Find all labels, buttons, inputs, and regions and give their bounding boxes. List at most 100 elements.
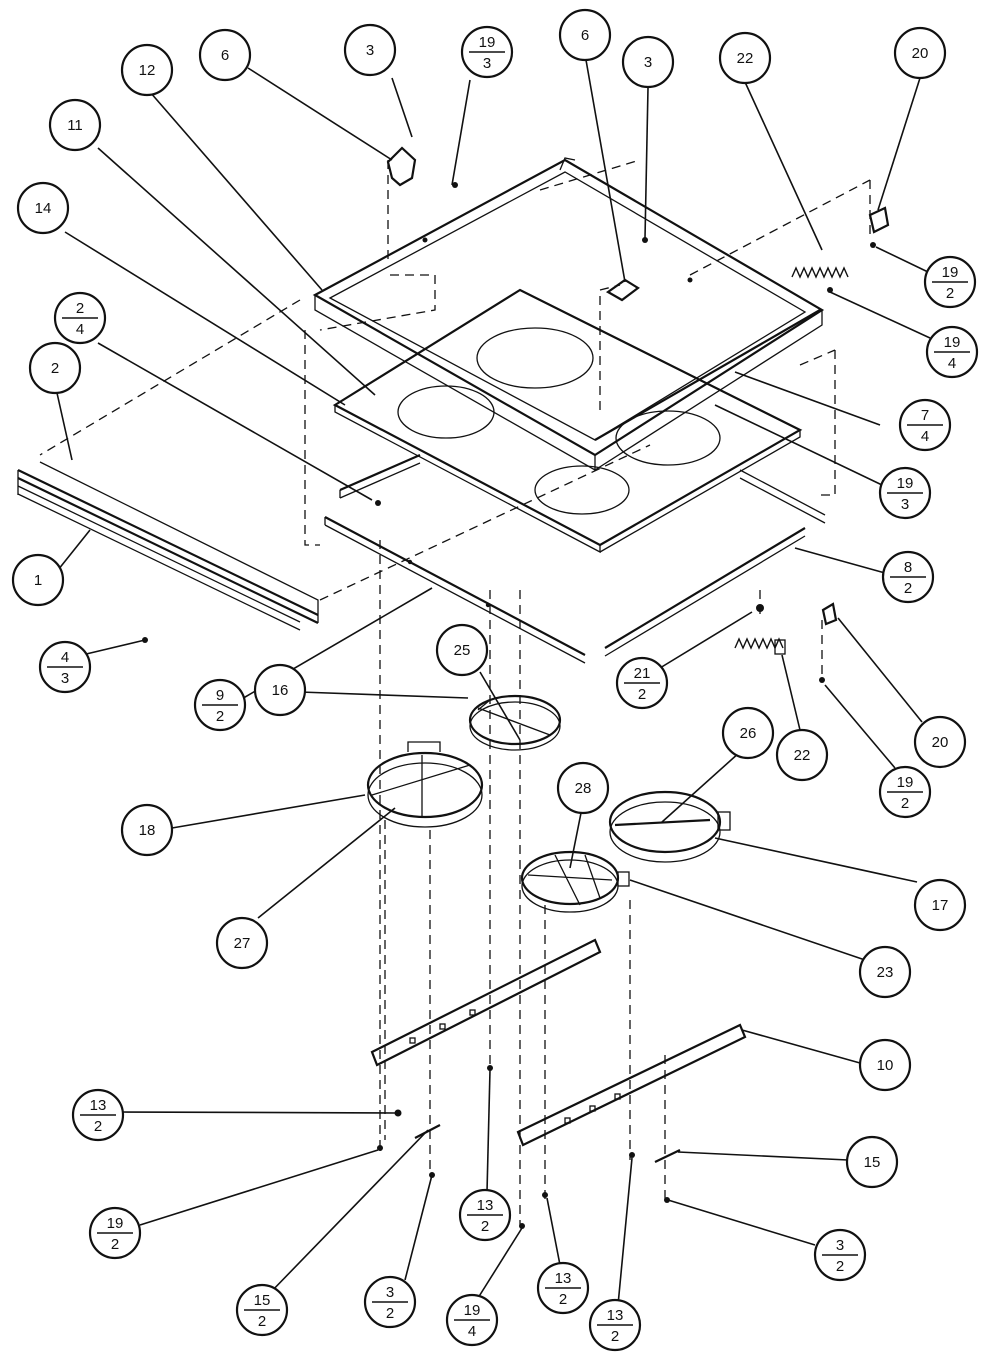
svg-text:4: 4 (948, 355, 956, 372)
svg-text:19: 19 (944, 334, 961, 351)
leader-c1 (57, 529, 91, 571)
callout-10: 10 (858, 1038, 912, 1092)
assembly-guide-lines (39, 159, 871, 1225)
svg-text:13: 13 (90, 1097, 107, 1114)
callout-17: 17 (913, 878, 967, 932)
leader-c22b (781, 654, 801, 731)
svg-text:28: 28 (575, 780, 592, 797)
callout-21-over-2: 212 (615, 656, 669, 710)
callout-27: 27 (215, 916, 269, 970)
svg-text:20: 20 (912, 45, 929, 62)
leader-c13-2a (121, 1111, 397, 1114)
leader-c23 (629, 879, 866, 961)
svg-text:3: 3 (61, 670, 69, 687)
callout-12: 12 (120, 43, 174, 97)
svg-text:3: 3 (644, 54, 652, 71)
leader-c25 (479, 671, 521, 741)
callout-13-over-2-left: 132 (71, 1088, 125, 1142)
svg-text:4: 4 (921, 428, 929, 445)
callout-13-over-2-center: 132 (458, 1188, 512, 1242)
callout-15-over-2: 152 (235, 1283, 289, 1337)
svg-text:25: 25 (454, 642, 471, 659)
callout-19-over-4-bottom: 194 (445, 1293, 499, 1347)
callout-15-right: 15 (845, 1135, 899, 1189)
callout-19-over-2-mid-right: 192 (878, 765, 932, 819)
svg-text:15: 15 (254, 1292, 271, 1309)
callout-9-over-2: 92 (193, 678, 247, 732)
callout-13-over-2-bottom: 132 (536, 1261, 590, 1315)
top-frame-part (312, 157, 825, 472)
element-18 (366, 741, 484, 828)
leader-c19-2b (824, 684, 896, 769)
svg-text:9: 9 (216, 687, 224, 704)
leader-c12 (149, 91, 323, 291)
svg-text:13: 13 (555, 1270, 572, 1287)
svg-text:6: 6 (581, 27, 589, 44)
leader-c16 (299, 691, 469, 699)
svg-text:2: 2 (111, 1236, 119, 1253)
svg-text:3: 3 (483, 55, 491, 72)
callout-6-right: 6 (558, 8, 612, 62)
leader-c10 (741, 1029, 861, 1064)
svg-text:19: 19 (897, 475, 914, 492)
leader-c3a (391, 77, 413, 138)
leader-c19-2a (875, 246, 929, 273)
leader-c6a (247, 67, 393, 161)
svg-text:3: 3 (901, 496, 909, 513)
svg-text:2: 2 (76, 300, 84, 317)
callout-2: 2 (28, 341, 82, 395)
front-trim-part (17, 461, 319, 631)
callout-20-bottom: 20 (913, 715, 967, 769)
leader-c2-4 (97, 342, 373, 501)
leader-c21-2 (659, 611, 753, 669)
svg-text:3: 3 (836, 1237, 844, 1254)
leader-c28 (569, 807, 583, 869)
svg-text:23: 23 (877, 964, 894, 981)
glass-cooktop-part (332, 288, 803, 554)
callout-19-over-3-right: 193 (878, 466, 932, 520)
callout-18: 18 (120, 803, 174, 857)
parts-drawing (17, 146, 890, 1229)
leader-c13-2b (486, 1069, 491, 1193)
leader-c19-4a (829, 291, 931, 339)
svg-text:19: 19 (107, 1215, 124, 1232)
leader-c13-2d (617, 1157, 633, 1306)
svg-text:2: 2 (51, 360, 59, 377)
callout-19-over-2-bottom-left: 192 (88, 1206, 142, 1260)
svg-text:22: 22 (794, 747, 811, 764)
svg-text:2: 2 (94, 1118, 102, 1135)
callout-3-right: 3 (621, 35, 675, 89)
leader-c20a (877, 77, 921, 211)
svg-text:8: 8 (904, 559, 912, 576)
svg-text:3: 3 (386, 1284, 394, 1301)
right-channel-part (604, 527, 806, 657)
svg-text:2: 2 (904, 580, 912, 597)
callout-25: 25 (435, 623, 489, 677)
callout-3-over-2-bottom: 32 (363, 1275, 417, 1329)
svg-text:2: 2 (638, 686, 646, 703)
leader-c17 (714, 837, 918, 883)
bracket-parts (386, 146, 890, 626)
svg-text:18: 18 (139, 822, 156, 839)
element-25 (468, 694, 562, 751)
leader-c2 (56, 392, 73, 461)
leader-c7-4 (734, 371, 881, 426)
side-rail-part (339, 453, 421, 499)
callout-22-bottom: 22 (775, 728, 829, 782)
rear-rail-part (594, 309, 826, 524)
leader-c6b (585, 59, 626, 283)
screw-parts (142, 182, 876, 1229)
svg-text:2: 2 (258, 1313, 266, 1330)
svg-text:2: 2 (559, 1291, 567, 1308)
callout-19-over-2-top-right: 192 (923, 255, 977, 309)
svg-text:27: 27 (234, 935, 251, 952)
callout-3-over-2-right: 32 (813, 1228, 867, 1282)
leader-c27 (257, 807, 396, 919)
svg-text:12: 12 (139, 62, 156, 79)
callout-3-left: 3 (343, 23, 397, 77)
leader-c13-2c (546, 1197, 561, 1266)
leader-lines (56, 59, 931, 1306)
leader-c19-4b (477, 1227, 523, 1299)
svg-text:1: 1 (34, 572, 42, 589)
svg-text:20: 20 (932, 734, 949, 751)
